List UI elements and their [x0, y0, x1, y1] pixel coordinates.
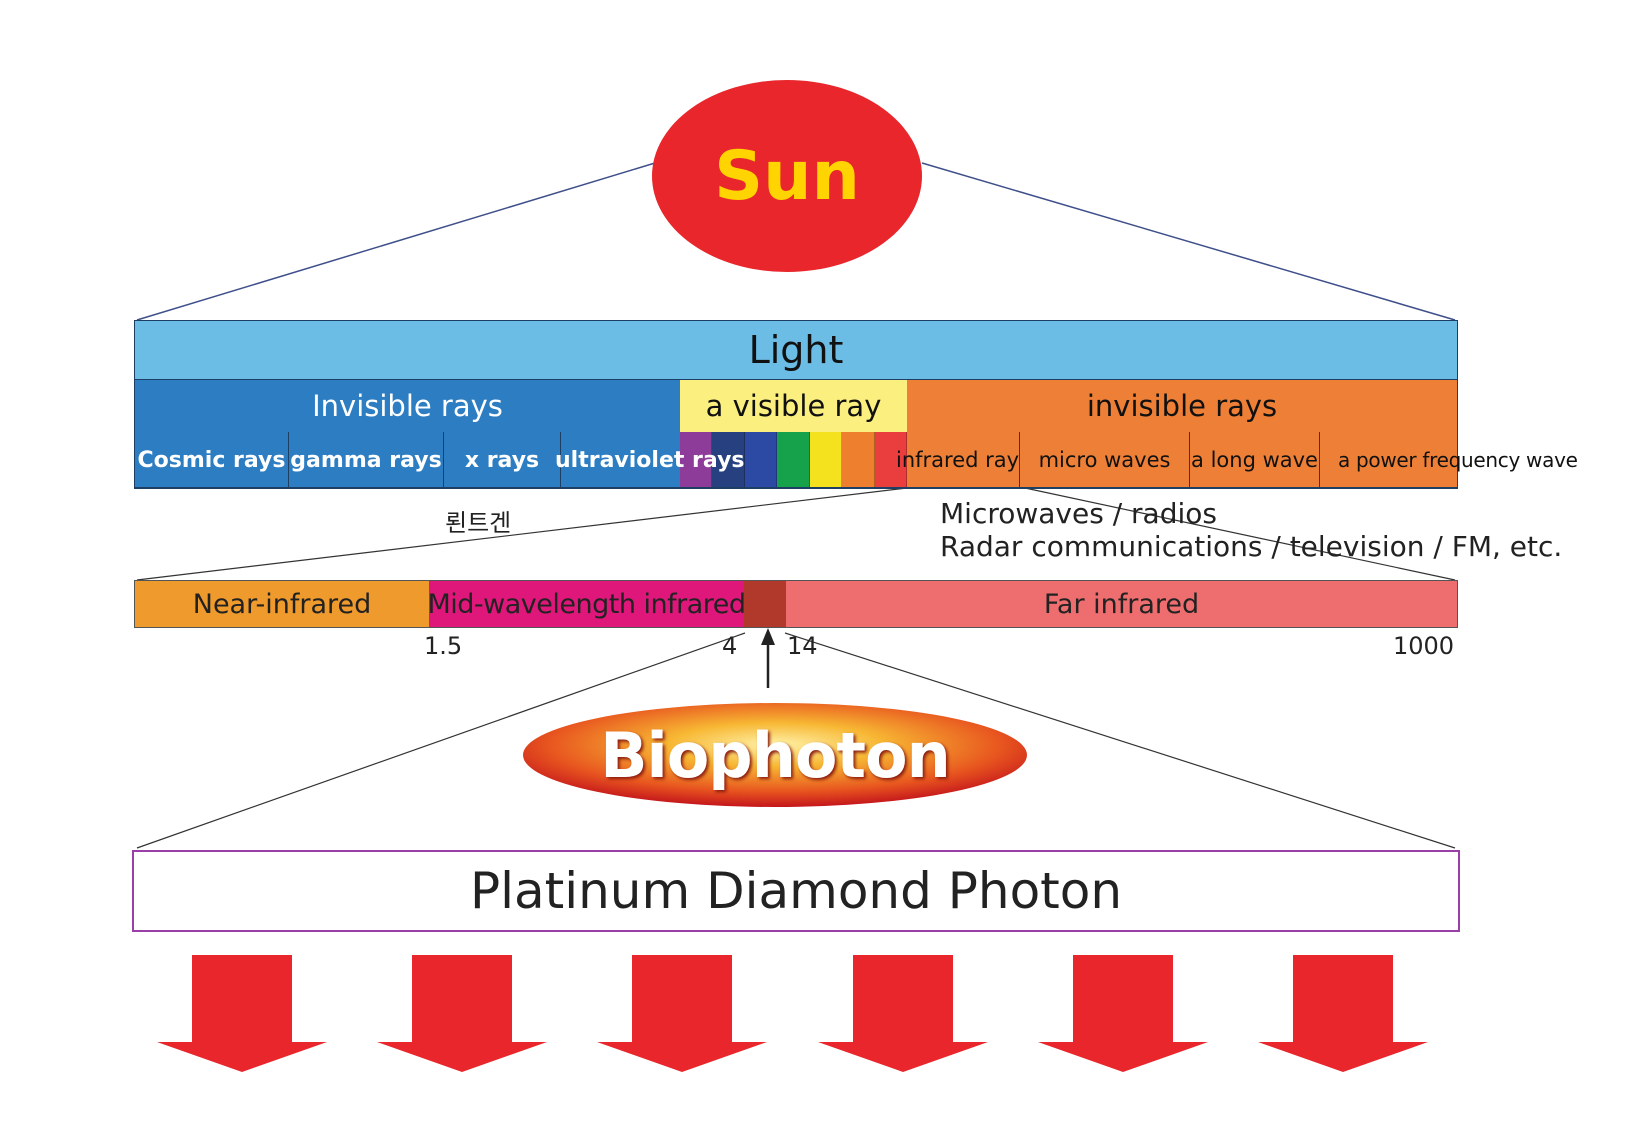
- sun-label: Sun: [714, 136, 860, 216]
- down-arrow: [1258, 955, 1428, 1072]
- invisible-rays-left-group: Invisible rays: [134, 380, 680, 432]
- visible-spectrum-stripes: [680, 432, 907, 488]
- visible-color-stripe: [809, 432, 843, 488]
- biophoton-right-line: [784, 632, 1456, 849]
- tick-label-1000: 1000: [1393, 632, 1455, 660]
- ray-label-infrared: infrared rays: [896, 448, 1031, 472]
- ray-cell-infrared: infrared rays: [896, 432, 1030, 488]
- ray-label-xrays: x rays: [464, 447, 540, 473]
- down-arrows: [157, 955, 1428, 1072]
- infrared-mid-segment: Mid-wavelength infrared: [427, 580, 746, 628]
- microwaves-annotation: Microwaves / radios: [940, 497, 1217, 530]
- infrared-near-label: Near-infrared: [192, 588, 372, 620]
- infrared-far-label: Far infrared: [1043, 588, 1200, 620]
- ray-label-longwave: a long wave: [1191, 448, 1318, 472]
- platinum-diamond-photon-label: Platinum Diamond Photon: [469, 862, 1123, 920]
- radar-annotation: Radar communications / television / FM, …: [940, 530, 1563, 563]
- visible-ray-label: a visible ray: [705, 389, 882, 423]
- visible-color-stripe: [744, 432, 778, 488]
- sun-left-line: [136, 162, 656, 321]
- ray-label-ultraviolet: ultraviolet rays: [555, 447, 745, 473]
- light-band: Light: [134, 320, 1458, 380]
- pointer-arrow-head: [761, 628, 775, 645]
- infrared-left-line: [136, 487, 908, 581]
- biophoton-ellipse: [523, 703, 1027, 807]
- ray-label-power-frequency: a power frequency wave: [1338, 448, 1578, 472]
- biophoton-label: Biophoton: [600, 718, 951, 792]
- down-arrow: [818, 955, 988, 1072]
- ray-cell-power-frequency: a power frequency wave: [1320, 432, 1578, 488]
- visible-color-stripe: [712, 432, 745, 488]
- ray-label-gamma: gamma rays: [290, 447, 442, 473]
- spectrum-bottom-border: [134, 487, 1458, 489]
- biophoton-left-line: [136, 632, 746, 849]
- infrared-far-segment: Far infrared: [786, 580, 1458, 628]
- tick-label-14: 14: [787, 632, 818, 660]
- ray-cell-ultraviolet: ultraviolet rays: [555, 432, 745, 488]
- down-arrow: [157, 955, 327, 1072]
- visible-color-stripe: [680, 432, 713, 488]
- infrared-near-segment: Near-infrared: [134, 580, 429, 628]
- ray-cell-xrays: x rays: [444, 432, 561, 488]
- visible-color-stripe: [842, 432, 875, 488]
- sun-right-line: [921, 162, 1456, 321]
- biophoton-label-wrap: Biophoton: [523, 703, 1027, 807]
- ray-cell-microwaves: micro waves: [1020, 432, 1190, 488]
- invisible-rays-right-group: invisible rays: [907, 380, 1458, 432]
- down-arrow: [1038, 955, 1208, 1072]
- tick-label-4: 4: [722, 632, 738, 660]
- infrared-right-line: [1024, 487, 1456, 581]
- invisible-rays-right-label: invisible rays: [1086, 389, 1278, 423]
- infrared-mid-label: Mid-wavelength infrared: [427, 588, 746, 620]
- down-arrow: [377, 955, 547, 1072]
- sun-ellipse: Sun: [652, 80, 922, 272]
- visible-color-stripe: [874, 432, 907, 488]
- down-arrow: [597, 955, 767, 1072]
- tick-label-1-5: 1.5: [424, 632, 463, 660]
- ray-label-cosmic: Cosmic rays: [137, 447, 286, 473]
- invisible-rays-left-label: Invisible rays: [312, 389, 503, 423]
- visible-ray-group: a visible ray: [680, 380, 907, 432]
- ray-label-microwaves: micro waves: [1038, 448, 1171, 472]
- platinum-diamond-photon-box: Platinum Diamond Photon: [132, 850, 1460, 932]
- ray-cell-cosmic: Cosmic rays: [134, 432, 289, 488]
- light-label: Light: [748, 328, 844, 372]
- infrared-biophoton-segment: [744, 580, 786, 628]
- roentgen-annotation: 뢴트겐: [445, 509, 512, 537]
- ray-cell-gamma: gamma rays: [289, 432, 444, 488]
- visible-color-stripe: [777, 432, 810, 488]
- ray-cell-longwave: a long wave: [1190, 432, 1320, 488]
